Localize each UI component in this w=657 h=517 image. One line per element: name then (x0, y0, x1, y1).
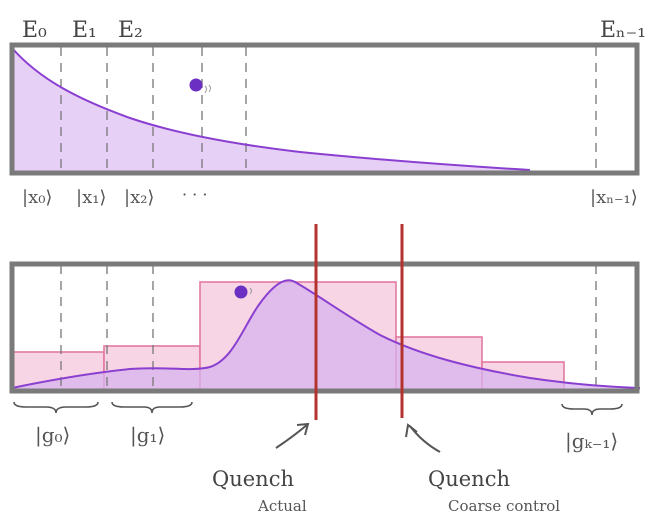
top-distribution-fill (12, 48, 530, 172)
state-label-g1: |g₁⟩ (130, 423, 165, 448)
bottom-level-dividers (60, 265, 597, 391)
energy-label-E0: E₀ (22, 18, 47, 43)
brace-g1 (111, 401, 193, 414)
brace-g0 (13, 401, 99, 414)
quench-coarse-arrow (405, 423, 441, 453)
state-label-x0: |x₀⟩ (22, 187, 52, 208)
bottom-panel: |g₀⟩ |g₁⟩ |gₖ₋₁⟩ Quench Actual Quench Co… (9, 224, 641, 515)
quench-actual-arrow (275, 422, 310, 449)
state-label-ellipsis: · · · (182, 185, 207, 204)
top-level-dividers (60, 47, 597, 173)
quench-coarse-subtitle: Coarse control (448, 497, 560, 515)
bottom-frame (9, 261, 640, 394)
state-label-gk-1: |gₖ₋₁⟩ (565, 429, 618, 454)
state-label-g0: |g₀⟩ (35, 423, 70, 448)
top-panel: E₀ E₁ E₂ Eₙ₋₁ |x₀⟩ |x₁⟩ |x₂⟩ · · · |xₙ₋₁… (9, 18, 646, 208)
top-particle (189, 78, 211, 94)
energy-label-En-1: Eₙ₋₁ (600, 18, 646, 43)
state-label-x2: |x₂⟩ (124, 187, 154, 208)
state-braces (13, 401, 623, 416)
state-label-x1: |x₁⟩ (76, 187, 106, 208)
energy-label-E2: E₂ (118, 18, 143, 43)
quench-actual-title: Quench (212, 467, 294, 491)
quench-actual-subtitle: Actual (257, 497, 307, 515)
bottom-distribution-curve (11, 279, 641, 389)
top-frame (9, 42, 640, 176)
bottom-distribution-fill (12, 280, 640, 390)
brace-gk-1 (561, 403, 623, 416)
top-distribution-curve (11, 47, 531, 171)
energy-label-E1: E₁ (72, 18, 97, 43)
state-label-xn-1: |xₙ₋₁⟩ (590, 187, 638, 208)
quench-coarse-title: Quench (428, 467, 510, 491)
bottom-particle (234, 285, 252, 299)
